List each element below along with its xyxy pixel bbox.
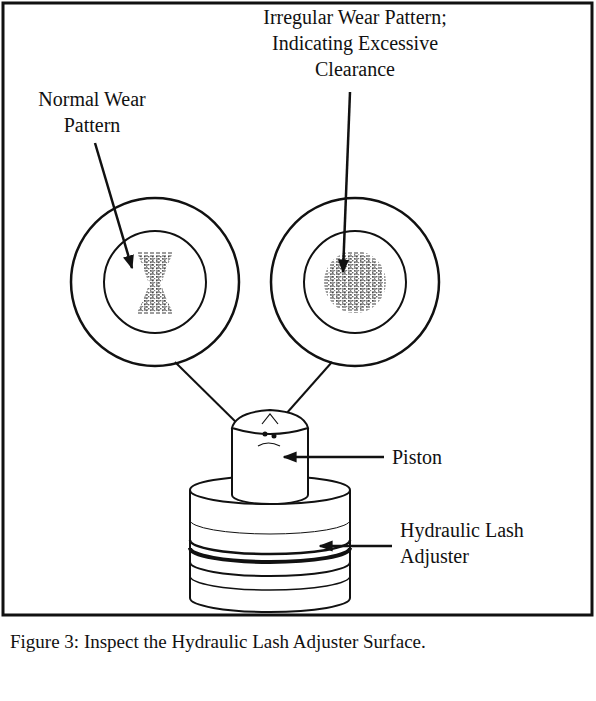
part-label: Hydraulic Lash Adjuster [400, 517, 570, 569]
normal-wear-view [71, 198, 239, 366]
irregular-wear-view [271, 198, 439, 366]
leader-arrow [284, 456, 384, 459]
part-label: Piston [392, 444, 512, 470]
leader-arrow [320, 545, 392, 548]
figure-caption: Figure 3: Inspect the Hydraulic Lash Adj… [10, 630, 450, 654]
part-label: Normal Wear Pattern [17, 86, 167, 138]
leader-arrow [95, 143, 132, 268]
figure-frame [3, 3, 592, 615]
part-label: Irregular Wear Pattern; Indicating Exces… [245, 4, 465, 82]
leader-arrow [343, 92, 350, 272]
